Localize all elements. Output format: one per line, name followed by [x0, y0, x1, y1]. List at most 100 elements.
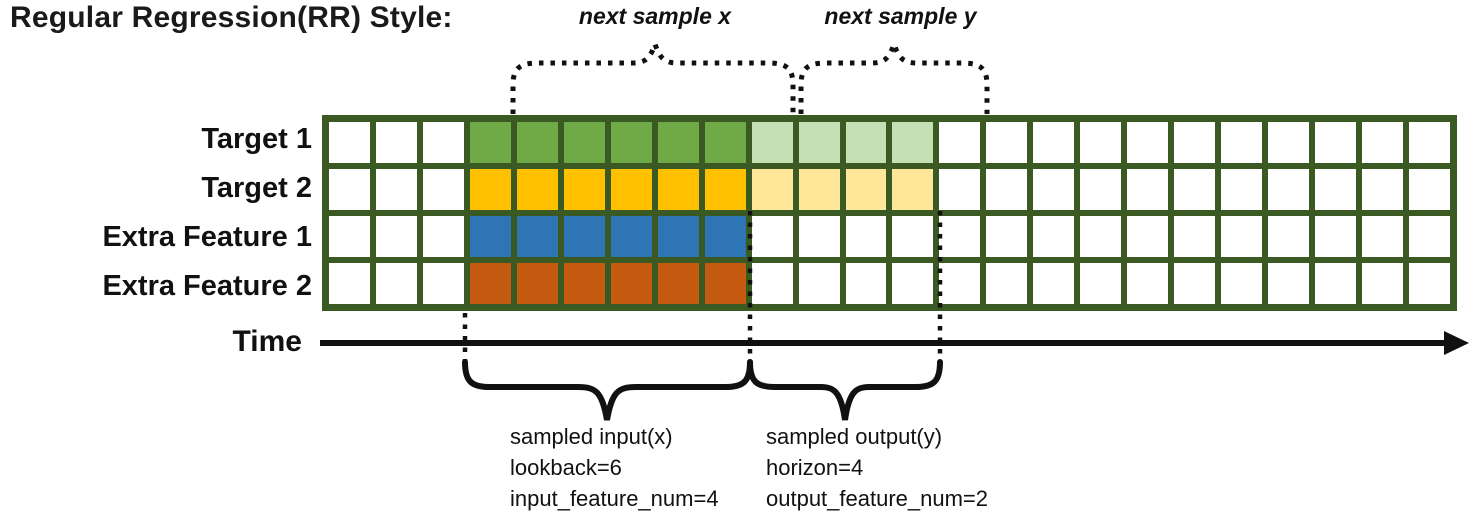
grid-cell — [704, 216, 746, 257]
grid-cell — [1315, 169, 1357, 210]
grid-cell — [469, 216, 511, 257]
grid-cell — [375, 216, 417, 257]
output-feature-num-line: output_feature_num=2 — [766, 486, 989, 511]
grid-cell — [1033, 169, 1075, 210]
grid-cell — [798, 216, 840, 257]
grid-cell — [516, 216, 558, 257]
row-label: Extra Feature 2 — [102, 270, 312, 302]
sampled-input-caption: sampled input(x) lookback=6 input_featur… — [510, 421, 719, 514]
grid-cell — [704, 263, 746, 304]
grid-cell — [375, 169, 417, 210]
grid-cell — [939, 216, 981, 257]
sampled-input-brace — [462, 359, 753, 421]
grid-cell — [1127, 263, 1169, 304]
grid-cell — [1268, 216, 1310, 257]
grid-cell — [469, 169, 511, 210]
grid — [322, 115, 1457, 311]
sampled-output-brace — [747, 359, 943, 421]
grid-cell — [939, 263, 981, 304]
grid-cell — [1315, 122, 1357, 163]
input-feature-num-line: input_feature_num=4 — [510, 486, 719, 511]
grid-cell — [1174, 169, 1216, 210]
grid-cell — [329, 216, 370, 257]
grid-cell — [845, 216, 887, 257]
grid-cell — [1033, 263, 1075, 304]
grid-cell — [845, 122, 887, 163]
grid-cell — [798, 263, 840, 304]
next-sample-y-brace — [798, 36, 990, 114]
grid-cell — [657, 216, 699, 257]
row-label: Extra Feature 1 — [102, 221, 312, 253]
grid-cell — [704, 122, 746, 163]
grid-cell — [1080, 216, 1122, 257]
grid-cell — [1221, 263, 1263, 304]
grid-cell — [1127, 122, 1169, 163]
grid-cell — [1268, 263, 1310, 304]
grid-cell — [657, 169, 699, 210]
sampled-output-caption: sampled output(y) horizon=4 output_featu… — [766, 421, 988, 514]
grid-cell — [1409, 169, 1450, 210]
sampled-output-line1: sampled output(y) — [766, 424, 943, 449]
grid-cell — [1362, 169, 1404, 210]
grid-cell — [329, 263, 370, 304]
grid-cell — [516, 263, 558, 304]
row-label: Target 1 — [201, 123, 312, 155]
grid-cell — [1174, 263, 1216, 304]
grid-cell — [1409, 263, 1450, 304]
grid-cell — [375, 263, 417, 304]
grid-cell — [657, 122, 699, 163]
grid-cell — [1362, 263, 1404, 304]
grid-cell — [939, 122, 981, 163]
grid-cell — [657, 263, 699, 304]
grid-cell — [892, 263, 934, 304]
time-axis-label: Time — [232, 325, 302, 358]
grid-cell — [892, 169, 934, 210]
next-sample-y-label: next sample y — [824, 3, 977, 29]
time-axis-arrow — [320, 331, 1469, 355]
grid-cell — [1362, 216, 1404, 257]
grid-cell — [563, 263, 605, 304]
grid-cell — [1221, 169, 1263, 210]
grid-cell — [798, 169, 840, 210]
grid-cell — [798, 122, 840, 163]
grid-cell — [1268, 169, 1310, 210]
grid-cell — [751, 216, 793, 257]
grid-cell — [751, 263, 793, 304]
grid-cell — [1080, 169, 1122, 210]
grid-cell — [1409, 122, 1450, 163]
grid-cell — [422, 263, 464, 304]
grid-cell — [422, 122, 464, 163]
grid-cell — [939, 169, 981, 210]
grid-cell — [1174, 122, 1216, 163]
grid-cell — [516, 169, 558, 210]
next-sample-x-label: next sample x — [578, 3, 732, 29]
grid-cell — [329, 169, 370, 210]
row-label: Target 2 — [201, 172, 312, 204]
grid-cell — [892, 122, 934, 163]
row-labels: Target 1 Target 2 Extra Feature 1 Extra Fea… — [0, 115, 312, 311]
grid-cell — [516, 122, 558, 163]
grid-cell — [1080, 263, 1122, 304]
grid-cell — [1127, 216, 1169, 257]
grid-cell — [563, 216, 605, 257]
grid-cell — [1221, 122, 1263, 163]
grid-cell — [704, 169, 746, 210]
grid-cell — [1080, 122, 1122, 163]
grid-cell — [845, 263, 887, 304]
grid-cell — [1221, 216, 1263, 257]
grid-cell — [1409, 216, 1450, 257]
grid-cell — [1362, 122, 1404, 163]
grid-cell — [563, 169, 605, 210]
grid-cell — [986, 169, 1028, 210]
grid-cell — [986, 216, 1028, 257]
grid-cell — [751, 122, 793, 163]
grid-cell — [986, 122, 1028, 163]
horizon-line: horizon=4 — [766, 455, 864, 480]
diagram-title: Regular Regression(RR) Style: — [10, 1, 453, 34]
next-sample-x-brace — [510, 36, 796, 114]
grid-cell — [1268, 122, 1310, 163]
grid-cell — [986, 263, 1028, 304]
grid-cell — [892, 216, 934, 257]
grid-cell — [845, 169, 887, 210]
